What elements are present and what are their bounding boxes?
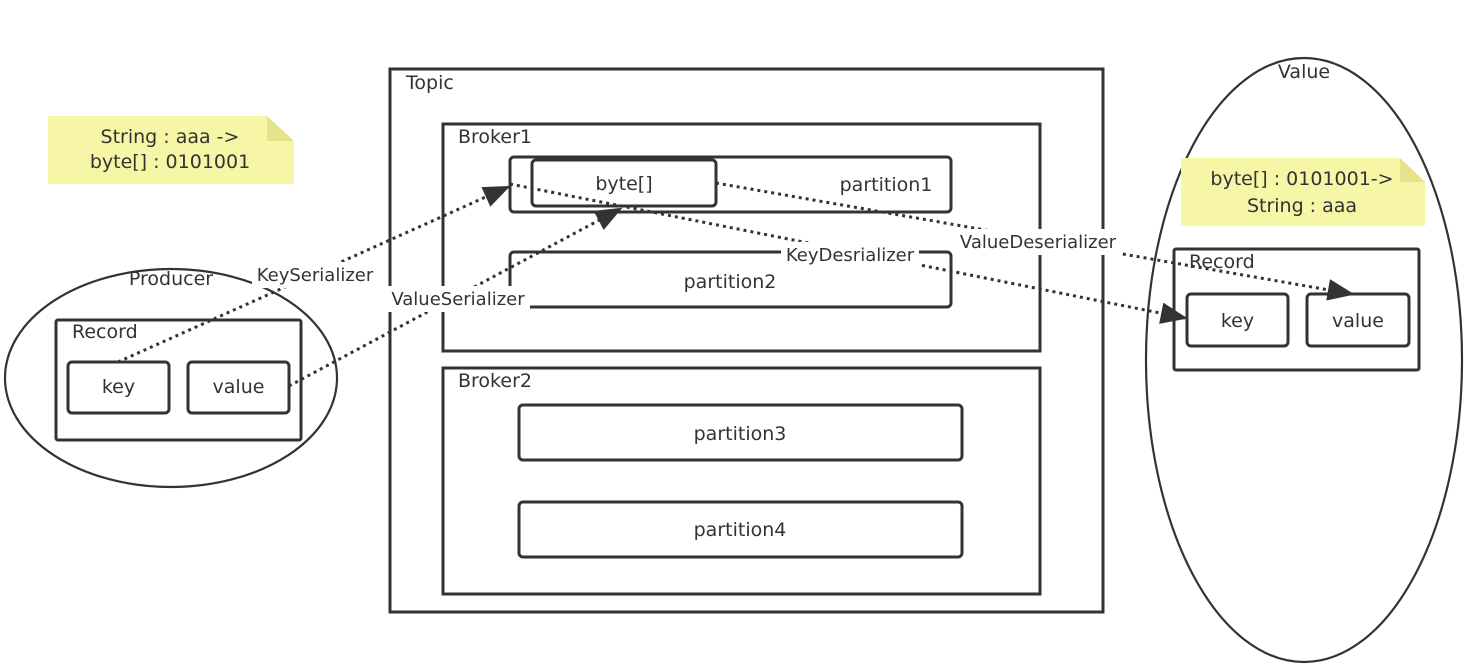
edge-key-serializer: KeySerializer: [117, 185, 511, 364]
consumer-key-label: key: [1221, 310, 1254, 332]
edge-value-deserializer-label: ValueDeserializer: [960, 232, 1117, 253]
consumer-record-label: Record: [1189, 251, 1255, 273]
byte-array-label: byte[]: [595, 173, 652, 195]
partition4-box[interactable]: [517, 500, 964, 559]
partition3-box[interactable]: [517, 403, 964, 462]
partition1-label: partition1: [840, 174, 933, 196]
consumer-value-label: value: [1332, 310, 1384, 332]
consumer-note-line1: byte[] : 0101001->: [1210, 168, 1393, 190]
broker2-label: Broker2: [458, 370, 532, 392]
broker2-box[interactable]: [441, 366, 1042, 596]
consumer-value-box[interactable]: [1305, 292, 1411, 348]
consumer-ellipse[interactable]: [1144, 56, 1464, 664]
consumer-note: byte[] : 0101001-> String : aaa: [1181, 158, 1425, 226]
producer-record-label: Record: [72, 321, 138, 343]
producer-note-line1: String : aaa ->: [101, 126, 240, 148]
edge-key-serializer-label: KeySerializer: [257, 265, 374, 286]
partition4-label: partition4: [694, 519, 787, 541]
producer-label: Producer: [129, 268, 213, 290]
producer-note-line2: byte[] : 0101001: [90, 151, 250, 173]
producer-value-box[interactable]: [186, 360, 291, 415]
producer-ellipse[interactable]: [3, 267, 339, 489]
consumer-note-line2: String : aaa: [1247, 195, 1357, 217]
edge-key-deserializer: KeyDesrializer: [509, 182, 1188, 324]
consumer-label: Value: [1278, 61, 1330, 83]
topic-box[interactable]: [388, 67, 1105, 614]
partition3-label: partition3: [694, 423, 787, 445]
partition2-label: partition2: [684, 271, 777, 293]
producer-note: String : aaa -> byte[] : 0101001: [48, 116, 294, 184]
edge-value-serializer: ValueSerializer: [288, 207, 623, 388]
edge-key-deserializer-label: KeyDesrializer: [786, 245, 915, 266]
producer-value-label: value: [213, 376, 265, 398]
topic-label: Topic: [405, 72, 454, 94]
broker1-label: Broker1: [458, 126, 532, 148]
partition2-box[interactable]: [508, 250, 953, 309]
producer-record-box[interactable]: [54, 318, 303, 442]
edge-value-deserializer: ValueDeserializer: [715, 181, 1355, 301]
producer-key-label: key: [102, 376, 135, 398]
edge-value-serializer-label: ValueSerializer: [391, 289, 525, 310]
